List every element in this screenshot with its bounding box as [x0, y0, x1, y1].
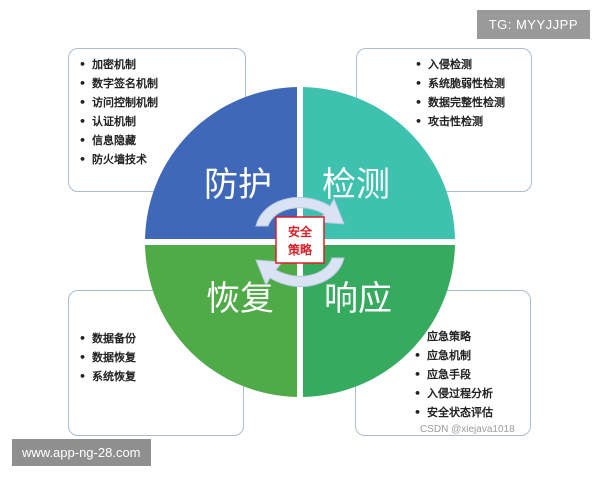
protection-quadrant [145, 87, 299, 241]
list-item: 认证机制 [79, 112, 245, 131]
list-item: 系统脆弱性检测 [415, 74, 531, 93]
protection-label: 防护 [204, 165, 272, 205]
center-label-line2: 策略 [288, 242, 313, 257]
detection-label: 检测 [322, 165, 390, 205]
response-quadrant [301, 243, 455, 397]
response-measures-list: 应急策略 应急机制 应急手段 入侵过程分析 安全状态评估 [414, 327, 530, 422]
list-item: 攻击性检测 [415, 112, 531, 131]
list-item: 应急策略 [414, 327, 530, 346]
list-item: 应急机制 [414, 346, 530, 365]
list-item: 入侵检测 [415, 55, 531, 74]
center-label-line1: 安全 [288, 224, 313, 239]
list-item: 加密机制 [79, 55, 245, 74]
protection-measures-list: 加密机制 数字签名机制 访问控制机制 认证机制 信息隐藏 防火墙技术 [79, 55, 245, 169]
list-item: 信息隐藏 [79, 131, 245, 150]
bottom-cycle-arrow-icon [255, 257, 345, 288]
recovery-label: 恢复 [206, 279, 274, 319]
list-item: 应急手段 [414, 365, 530, 384]
detection-quadrant [301, 87, 455, 241]
recovery-quadrant [145, 243, 299, 397]
list-item: 系统恢复 [79, 367, 243, 386]
list-item: 入侵过程分析 [414, 384, 530, 403]
recovery-measures-list: 数据备份 数据恢复 系统恢复 [79, 329, 243, 386]
list-item: 安全状态评估 [414, 403, 530, 422]
response-label: 响应 [324, 279, 392, 319]
csdn-watermark: CSDN @xiejava1018 [420, 424, 515, 435]
center-label-box [275, 216, 325, 264]
tg-watermark: TG: MYYJJPP [476, 10, 590, 39]
list-item: 访问控制机制 [79, 93, 245, 112]
list-item: 数据备份 [79, 329, 243, 348]
list-item: 数字签名机制 [79, 74, 245, 93]
list-item: 数据完整性检测 [415, 93, 531, 112]
site-watermark: www.app-ng-28.com [12, 439, 151, 466]
detection-measures-list: 入侵检测 系统脆弱性检测 数据完整性检测 攻击性检测 [415, 55, 531, 131]
list-item: 数据恢复 [79, 348, 243, 367]
list-item: 防火墙技术 [79, 150, 245, 169]
